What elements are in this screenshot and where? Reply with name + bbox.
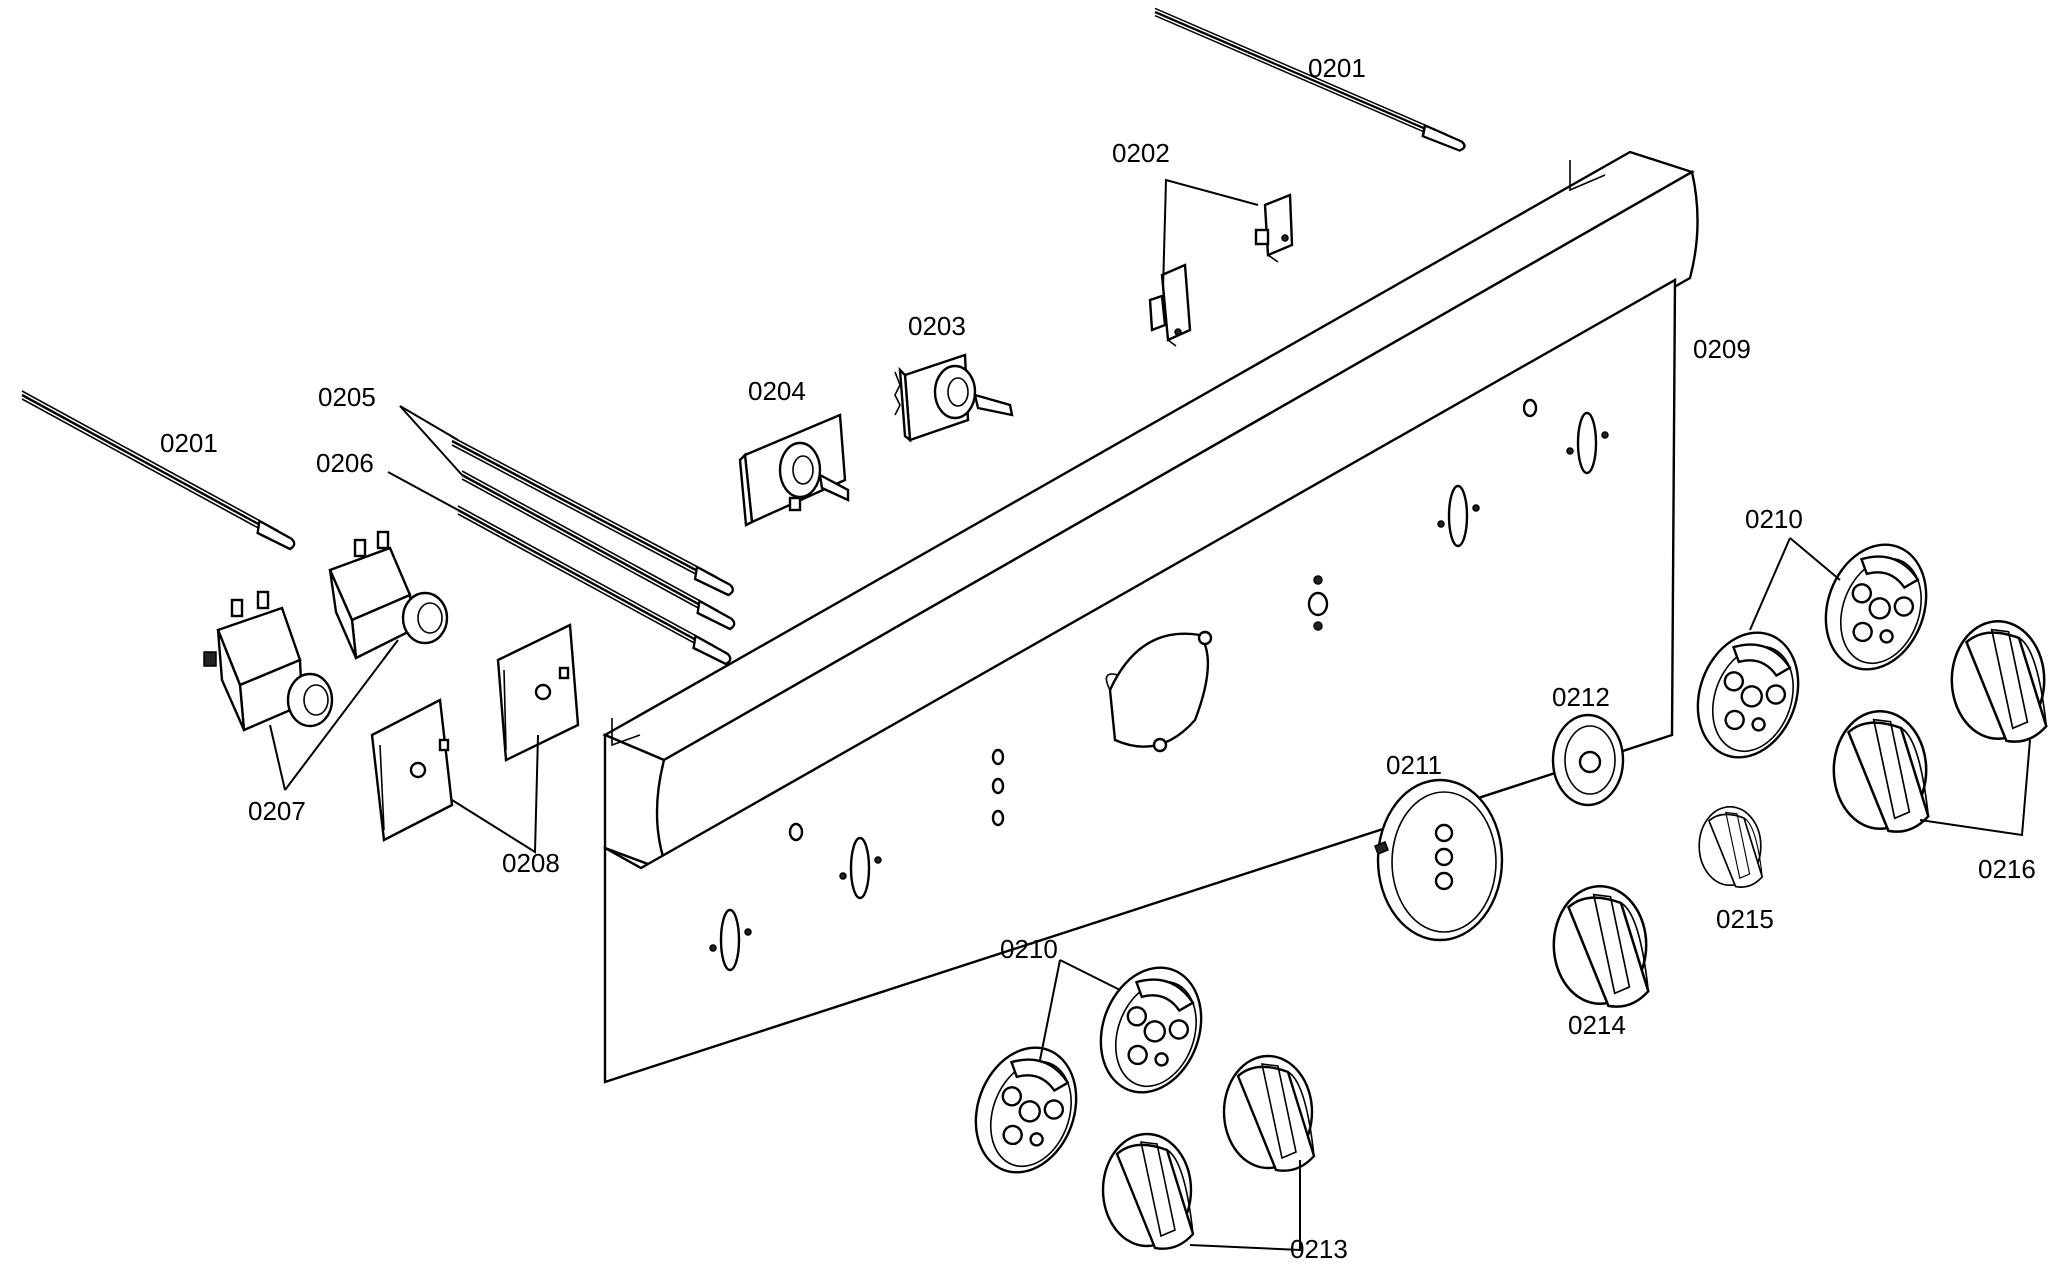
label-0201-top: 0201 — [1308, 53, 1366, 83]
module-0208-lower — [370, 698, 454, 842]
knob-base-0210-bottom-lower — [957, 1032, 1095, 1188]
knob-base-0210-bottom-upper — [1082, 952, 1220, 1108]
rod-0206 — [456, 504, 732, 666]
label-0212: 0212 — [1552, 682, 1610, 712]
bezel-0211 — [1374, 778, 1504, 942]
label-0201-left: 0201 — [160, 428, 218, 458]
switch-0202-upper — [1254, 193, 1294, 263]
part-labels: 0201 0201 0202 0203 0204 0205 0206 0207 … — [160, 53, 2036, 1264]
label-0205: 0205 — [318, 382, 376, 412]
label-0216: 0216 — [1978, 854, 2036, 884]
knob-0215 — [1698, 805, 1764, 888]
ring-0212 — [1551, 713, 1625, 807]
label-0204: 0204 — [748, 376, 806, 406]
valve-0207-upper — [328, 530, 449, 660]
knob-0214 — [1552, 884, 1650, 1008]
label-0215: 0215 — [1716, 904, 1774, 934]
label-0210-bottom: 0210 — [1000, 934, 1058, 964]
knob-0216-lower — [1832, 709, 1930, 833]
knob-0213-upper — [1222, 1054, 1316, 1172]
knob-base-0210-right-lower — [1679, 617, 1817, 773]
knob-base-0210-right-upper — [1807, 529, 1945, 685]
label-0209: 0209 — [1693, 334, 1751, 364]
control-0203 — [894, 353, 1014, 443]
knob-0213-lower — [1101, 1132, 1195, 1250]
leader-lines — [269, 178, 2031, 1252]
label-0208: 0208 — [502, 848, 560, 878]
label-0203: 0203 — [908, 311, 966, 341]
module-0208-upper — [496, 623, 580, 762]
label-0210-right: 0210 — [1745, 504, 1803, 534]
label-0211: 0211 — [1386, 750, 1442, 780]
label-0206: 0206 — [316, 448, 374, 478]
valve-0207-lower — [203, 590, 334, 732]
label-0207: 0207 — [248, 796, 306, 826]
control-panel — [602, 150, 1699, 1084]
label-0213: 0213 — [1290, 1234, 1348, 1264]
control-0204 — [738, 413, 850, 527]
label-0202: 0202 — [1112, 138, 1170, 168]
knob-0216-upper — [1950, 619, 2048, 743]
rod-0201-left — [20, 389, 296, 551]
switch-0202-lower — [1148, 263, 1192, 347]
label-0214: 0214 — [1568, 1010, 1626, 1040]
